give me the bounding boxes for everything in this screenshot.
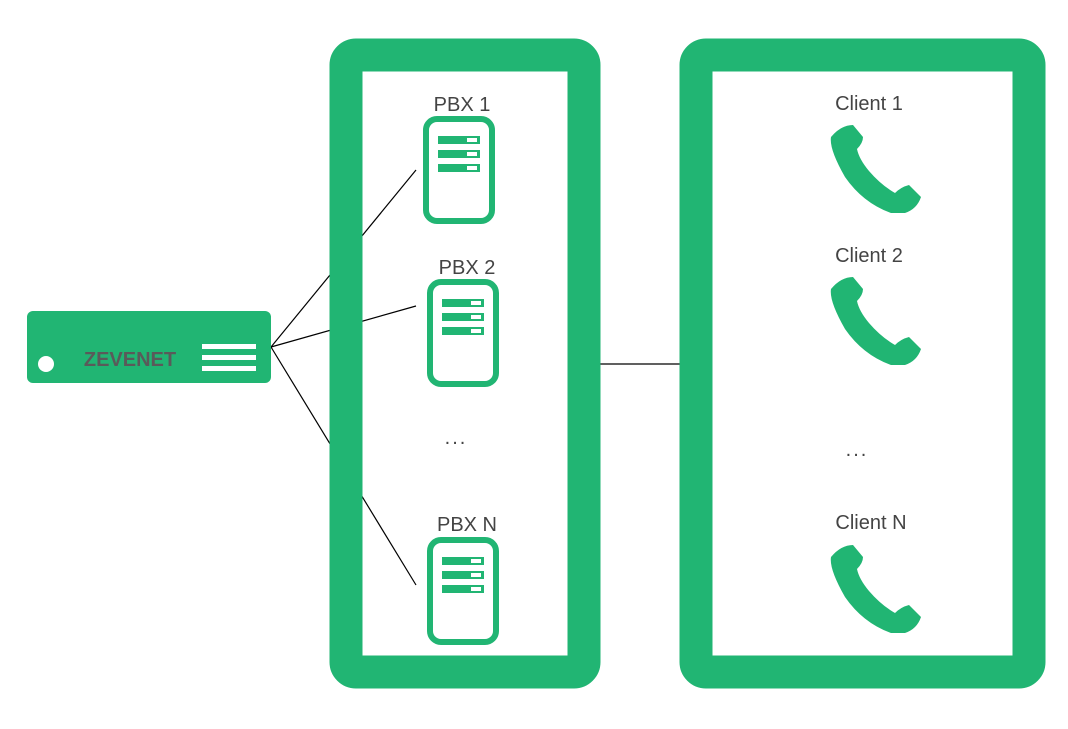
client-label: Client 1 [835, 93, 903, 115]
clients-group-frame [679, 38, 1046, 689]
power-led-icon [38, 356, 54, 372]
server-icon[interactable] [430, 540, 496, 642]
pbx-label: PBX N [437, 514, 497, 536]
phone-icon[interactable] [830, 545, 921, 633]
client-label: Client N [835, 512, 906, 534]
server-icon[interactable] [430, 282, 496, 384]
pbx-label: PBX 1 [434, 94, 491, 116]
pbx-label: PBX 2 [439, 257, 496, 279]
phone-icon[interactable] [830, 125, 921, 213]
client-ellipsis: ... [846, 439, 869, 461]
clients-group: Client 1 Client 2 ... Client N [679, 38, 1046, 689]
client-label: Client 2 [835, 245, 903, 267]
vent-lines-icon [202, 344, 256, 371]
load-balancer-device[interactable]: ZEVENET [27, 311, 271, 383]
pbx-ellipsis: ... [445, 427, 468, 449]
pbx-group-frame [329, 38, 601, 689]
phone-icon[interactable] [830, 277, 921, 365]
server-icon[interactable] [426, 119, 492, 221]
brand-label: ZEVENET [84, 349, 176, 371]
pbx-group: PBX 1 PBX 2 ... PBX N [329, 38, 601, 689]
